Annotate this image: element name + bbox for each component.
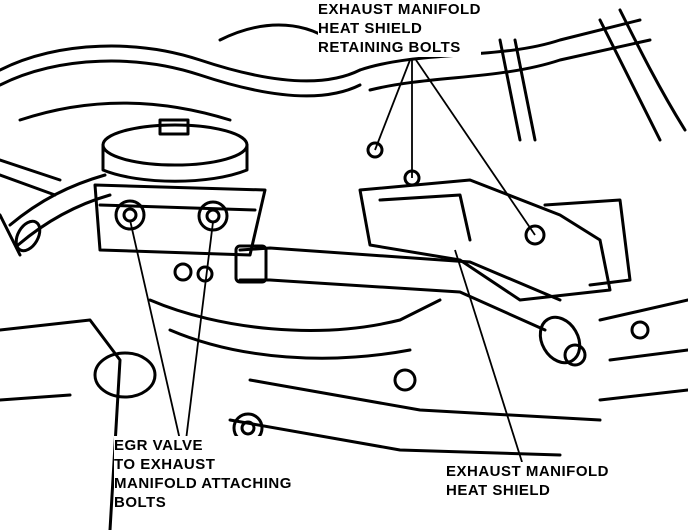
callout-line: TO EXHAUST: [114, 456, 216, 473]
callout-line: EGR VALVE: [114, 437, 203, 454]
callout-line: BOLTS: [114, 494, 167, 511]
callout-line: HEAT SHIELD: [446, 482, 551, 499]
callout-line: HEAT SHIELD: [318, 20, 423, 37]
callout-line: EXHAUST MANIFOLD: [446, 463, 609, 480]
egr-bolts-callout: EGR VALVE TO EXHAUST MANIFOLD ATTACHING …: [114, 436, 292, 512]
vacuum-hose: [0, 173, 112, 257]
leader-lines: [129, 59, 536, 463]
heat-shield-bolts-callout: EXHAUST MANIFOLD HEAT SHIELD RETAINING B…: [318, 0, 481, 57]
heat-shield-callout: EXHAUST MANIFOLD HEAT SHIELD: [446, 462, 609, 500]
callout-line: MANIFOLD ATTACHING: [114, 475, 292, 492]
heat-shield-body: [358, 141, 632, 302]
exhaust-manifold: [148, 298, 602, 457]
callout-line: EXHAUST MANIFOLD: [318, 1, 481, 18]
egr-valve: [93, 118, 267, 283]
egr-tube: [234, 244, 582, 365]
callout-line: RETAINING BOLTS: [318, 39, 461, 56]
